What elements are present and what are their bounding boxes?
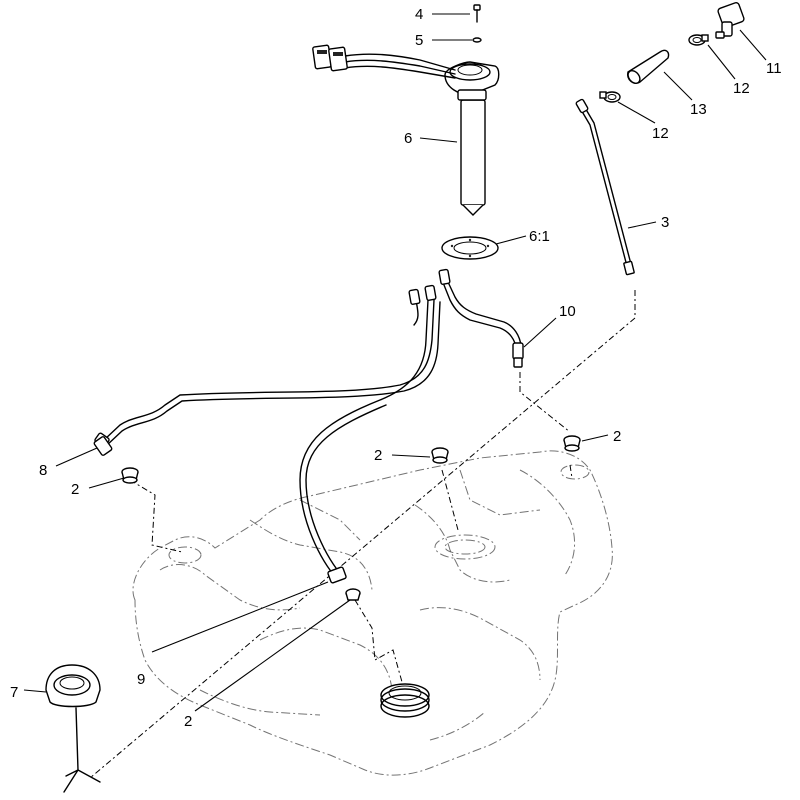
vent-tube-3 bbox=[575, 98, 635, 276]
grommet-2-right bbox=[563, 435, 581, 452]
callout-2-lower: 2 bbox=[184, 713, 192, 730]
callout-10: 10 bbox=[559, 303, 576, 320]
callout-4: 4 bbox=[415, 6, 423, 23]
screw-4 bbox=[473, 4, 481, 23]
fuel-tank bbox=[132, 450, 613, 776]
callout-11: 11 bbox=[766, 60, 782, 77]
valve-11 bbox=[715, 1, 745, 39]
washer-5 bbox=[472, 37, 482, 43]
callout-2-left: 2 bbox=[71, 481, 79, 498]
callout-2-right: 2 bbox=[613, 428, 621, 445]
leader-lines bbox=[23, 13, 767, 712]
grommet-2-center bbox=[431, 447, 449, 464]
callout-3: 3 bbox=[661, 214, 669, 231]
grommet-2-left bbox=[121, 467, 139, 484]
callout-5: 5 bbox=[415, 32, 423, 49]
callout-13: 13 bbox=[690, 101, 707, 118]
callout-7: 7 bbox=[10, 684, 18, 701]
clamp-12-upper bbox=[688, 34, 709, 46]
callout-8: 8 bbox=[39, 462, 47, 479]
hose-13 bbox=[626, 49, 670, 84]
fuel-sender-6 bbox=[312, 44, 500, 216]
callout-6-1: 6:1 bbox=[529, 228, 550, 245]
fitting-8 bbox=[93, 436, 113, 456]
fuel-line-hoses bbox=[103, 281, 522, 581]
assembly-lines bbox=[89, 290, 636, 779]
gasket-6-1 bbox=[441, 236, 499, 260]
callout-6: 6 bbox=[404, 130, 412, 147]
fuel-cap-7 bbox=[45, 664, 101, 793]
callout-9: 9 bbox=[137, 671, 145, 688]
callout-labels: 4 5 6 6:1 3 10 11 12 12 13 8 2 2 2 2 9 7 bbox=[10, 6, 782, 730]
fitting-9 bbox=[327, 566, 347, 584]
callout-12-upper: 12 bbox=[733, 80, 750, 97]
callout-2-center: 2 bbox=[374, 447, 382, 464]
grommet-2-lower bbox=[345, 588, 361, 601]
fitting-10 bbox=[512, 342, 524, 368]
clamp-12-lower bbox=[599, 91, 621, 103]
callout-12-lower: 12 bbox=[652, 125, 669, 142]
